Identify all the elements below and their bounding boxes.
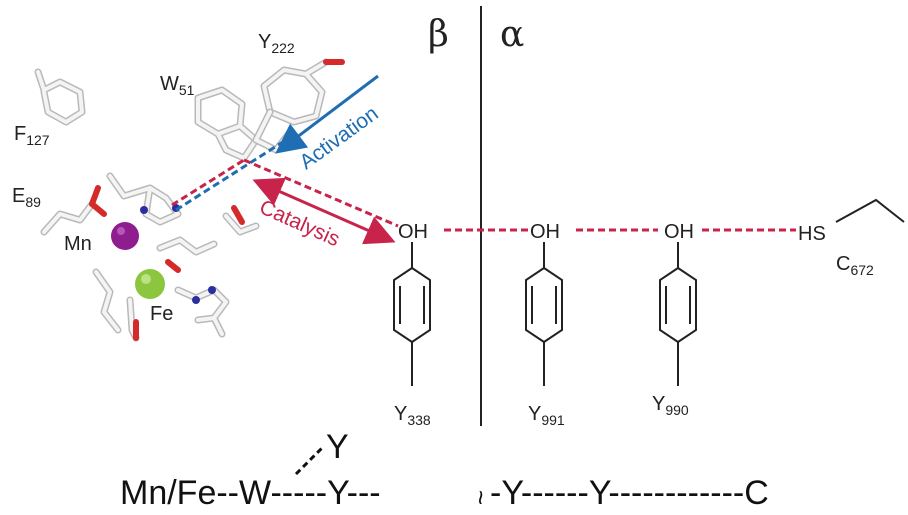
pathway-scheme: Y Mn/Fe--W-----Y--- ~ -Y------Y---------… xyxy=(120,428,769,512)
scheme-break: ~ xyxy=(466,490,496,505)
catalysis-path: Catalysis xyxy=(171,158,399,252)
label-alpha: α xyxy=(500,14,524,55)
label-fe: Fe xyxy=(150,303,173,325)
scheme-branch-dash xyxy=(294,446,324,476)
y991-structure xyxy=(525,242,563,386)
f127-side-chain xyxy=(34,68,86,126)
label-c672: C672 xyxy=(836,253,874,278)
histidine-side-chain xyxy=(106,172,182,226)
iron-atom xyxy=(135,269,165,299)
label-y222: Y222 xyxy=(258,31,295,56)
catalysis-label: Catalysis xyxy=(256,196,343,252)
y338-structure xyxy=(393,242,431,386)
label-y338: Y338 xyxy=(394,403,431,428)
label-mn: Mn xyxy=(64,233,92,255)
oh-y991: OH xyxy=(530,221,560,243)
activation-label: Activation xyxy=(295,102,382,174)
metal-ligands xyxy=(92,205,260,342)
label-beta: β xyxy=(428,14,449,55)
manganese-atom xyxy=(111,222,139,250)
label-f127: F127 xyxy=(14,123,50,148)
label-y990: Y990 xyxy=(652,393,689,418)
label-y991: Y991 xyxy=(528,403,565,428)
hs-c672: HS xyxy=(798,223,826,245)
scheme-branch-y: Y xyxy=(326,428,349,466)
y990-structure xyxy=(659,242,697,386)
label-e89: E89 xyxy=(12,185,41,210)
scheme-line-right: -Y------Y------------C xyxy=(490,474,769,512)
e89-side-chain xyxy=(40,185,107,236)
oh-y338: OH xyxy=(398,221,428,243)
c672-structure xyxy=(835,198,905,223)
scheme-line-left: Mn/Fe--W-----Y--- xyxy=(120,474,381,512)
w51-side-chain xyxy=(194,86,260,162)
label-w51: W51 xyxy=(160,73,195,98)
oh-y990: OH xyxy=(664,221,694,243)
protein-structure-model xyxy=(34,58,345,342)
